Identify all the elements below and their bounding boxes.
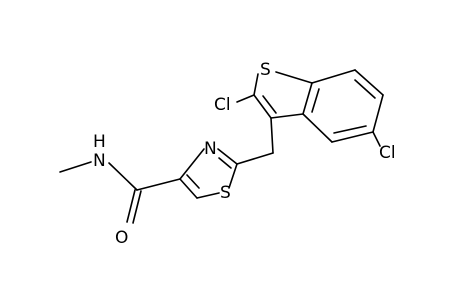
bond-c2-c3-inner	[262, 95, 277, 114]
bond-c7a-s1	[275, 71, 313, 84]
bond-c7-c6-inner	[354, 79, 376, 99]
atom-n-thiazole: N	[204, 139, 217, 159]
bond-c3-c3a	[270, 113, 304, 119]
bond-c7-c6	[354, 69, 384, 96]
bond-s1-c2	[253, 73, 259, 96]
bond-c4-c3a	[302, 113, 333, 143]
atom-o-carbonyl: O	[115, 228, 128, 248]
bond-c7a-c7	[311, 69, 356, 84]
atom-s-thiazole: S	[220, 183, 231, 203]
bond-carbonyl-n	[108, 162, 138, 191]
bond-c6-c5	[372, 94, 384, 133]
atom-cl-2: Cl	[214, 95, 231, 115]
bond-carbonyl-o-a	[126, 189, 136, 223]
bond-c2-c3	[253, 94, 272, 119]
atom-cl-5: Cl	[379, 143, 396, 163]
bond-c3a-c7a	[302, 82, 313, 115]
bond-c5-c4	[331, 131, 374, 143]
bond-carbonyl-o-b	[132, 190, 142, 224]
bond-thz-c2-s	[228, 163, 238, 189]
atom-s-benzothiophene: S	[260, 60, 271, 80]
bond-c5-c4-inner	[333, 125, 367, 134]
bond-c2-cl	[236, 94, 255, 103]
bond-c4-carbonyl	[136, 178, 181, 191]
bond-thz-c4-n	[179, 148, 205, 180]
bond-c5-cl	[372, 131, 381, 147]
atom-n-amide: N	[93, 151, 106, 171]
bond-thz-c5-c4-inner	[186, 174, 200, 189]
atom-h-amide: H	[93, 132, 106, 152]
bond-n-methyl	[59, 161, 92, 173]
bond-c3a-c7a-inner	[311, 88, 320, 113]
bond-c3-ch2	[270, 117, 274, 154]
bond-thz-s-c5	[196, 192, 220, 199]
bond-thz-c5-c4	[179, 178, 198, 199]
bond-thz-n-c2-inner	[218, 157, 232, 169]
bond-thz-n-c2	[217, 148, 238, 165]
bond-ch2-thiazole-c2	[236, 152, 274, 165]
